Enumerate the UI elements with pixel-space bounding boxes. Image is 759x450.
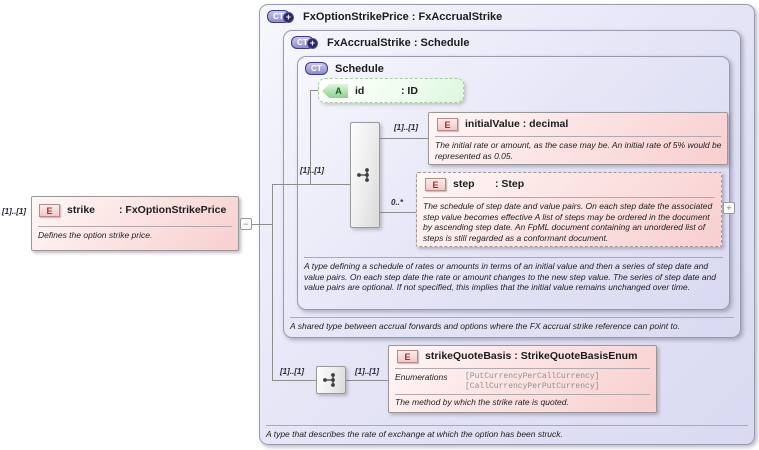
doc-divider — [290, 317, 734, 318]
cardinality-label-initialvalue: [1]..[1] — [394, 123, 418, 132]
attribute-type: : ID — [401, 85, 418, 97]
type-header-fxaccrualstrike[interactable]: CT + FxAccrualStrike : Schedule — [284, 31, 740, 53]
complex-type-icon: CT — [305, 62, 328, 75]
attribute-name: id — [355, 85, 365, 97]
enumerations-label: Enumerations — [395, 372, 448, 382]
doc-divider — [423, 197, 715, 198]
element-type: : Step — [495, 178, 525, 190]
connector-line — [310, 90, 320, 91]
cardinality-label-schedule-sequence: [1]..[1] — [300, 166, 324, 175]
doc-divider — [435, 136, 721, 137]
type-title: FxOptionStrikePrice : FxAccrualStrike — [303, 11, 503, 23]
element-name: strike — [67, 204, 96, 216]
attribute-box-id[interactable]: A id : ID — [318, 78, 464, 103]
attribute-icon: A — [322, 84, 348, 98]
doc-divider — [395, 368, 650, 369]
expand-handle[interactable]: + — [723, 202, 735, 214]
type-header-fxoptionstrikeprice[interactable]: CT + FxOptionStrikePrice : FxAccrualStri… — [260, 5, 754, 27]
type-doc: A type defining a schedule of rates or a… — [304, 261, 717, 292]
element-doc: The schedule of step date and value pair… — [423, 201, 713, 243]
collapse-handle[interactable]: − — [240, 218, 252, 230]
element-box-strikequotebasis[interactable]: E strikeQuoteBasis : StrikeQuoteBasisEnu… — [388, 345, 657, 413]
type-doc: A shared type between accrual forwards a… — [290, 321, 680, 331]
sequence-icon — [357, 168, 369, 182]
derived-plus-icon: + — [283, 12, 294, 23]
element-name: step — [453, 178, 475, 190]
sequence-compositor-schedule — [350, 122, 380, 228]
element-icon: E — [437, 118, 458, 131]
element-title: strikeQuoteBasis : StrikeQuoteBasisEnum — [425, 350, 638, 362]
cardinality-label-strike: [1]..[1] — [2, 207, 26, 216]
derived-plus-icon: + — [307, 38, 318, 49]
complex-type-icon: CT + — [291, 36, 318, 49]
element-box-step[interactable]: E step : Step The schedule of step date … — [416, 172, 722, 247]
connector-line — [272, 184, 350, 185]
type-title: FxAccrualStrike : Schedule — [327, 37, 470, 49]
element-icon: E — [425, 178, 446, 191]
type-title: Schedule — [335, 63, 384, 75]
connector-attribute-trunk — [310, 90, 311, 185]
sequence-icon — [323, 373, 335, 387]
element-box-initialvalue[interactable]: E initialValue : decimal The initial rat… — [428, 112, 728, 165]
element-doc: The initial rate or amount, as the case … — [435, 140, 722, 161]
element-icon: E — [39, 204, 60, 217]
type-doc: A type that describes the rate of exchan… — [266, 429, 563, 439]
element-doc: Defines the option strike price. — [38, 230, 153, 240]
connector-line — [380, 138, 428, 139]
connector-line — [272, 380, 316, 381]
enumeration-value-2: [CallCurrencyPerPutCurrency] — [465, 382, 600, 391]
connector-line — [346, 380, 388, 381]
sequence-compositor-extension — [316, 366, 346, 394]
doc-divider — [395, 394, 650, 395]
connector-line — [380, 212, 416, 213]
enumeration-value-1: [PutCurrencyPerCallCurrency] — [465, 372, 600, 381]
cardinality-label-sqb-out: [1]..[1] — [355, 367, 379, 376]
type-header-schedule[interactable]: CT Schedule — [298, 57, 729, 79]
doc-divider — [304, 257, 723, 258]
cardinality-label-step: 0..* — [391, 198, 404, 207]
element-icon: E — [397, 350, 418, 363]
doc-divider — [38, 226, 232, 227]
complex-type-icon: CT + — [267, 10, 294, 23]
connector-line — [252, 224, 273, 225]
element-type: : FxOptionStrikePrice — [119, 204, 227, 216]
element-title: initialValue : decimal — [465, 118, 569, 130]
element-doc: The method by which the strike rate is q… — [395, 397, 569, 407]
element-box-strike[interactable]: E strike : FxOptionStrikePrice Defines t… — [31, 196, 239, 251]
connector-trunk — [272, 184, 273, 381]
cardinality-label-sqb-in: [1]..[1] — [280, 367, 304, 376]
doc-divider — [266, 425, 748, 426]
